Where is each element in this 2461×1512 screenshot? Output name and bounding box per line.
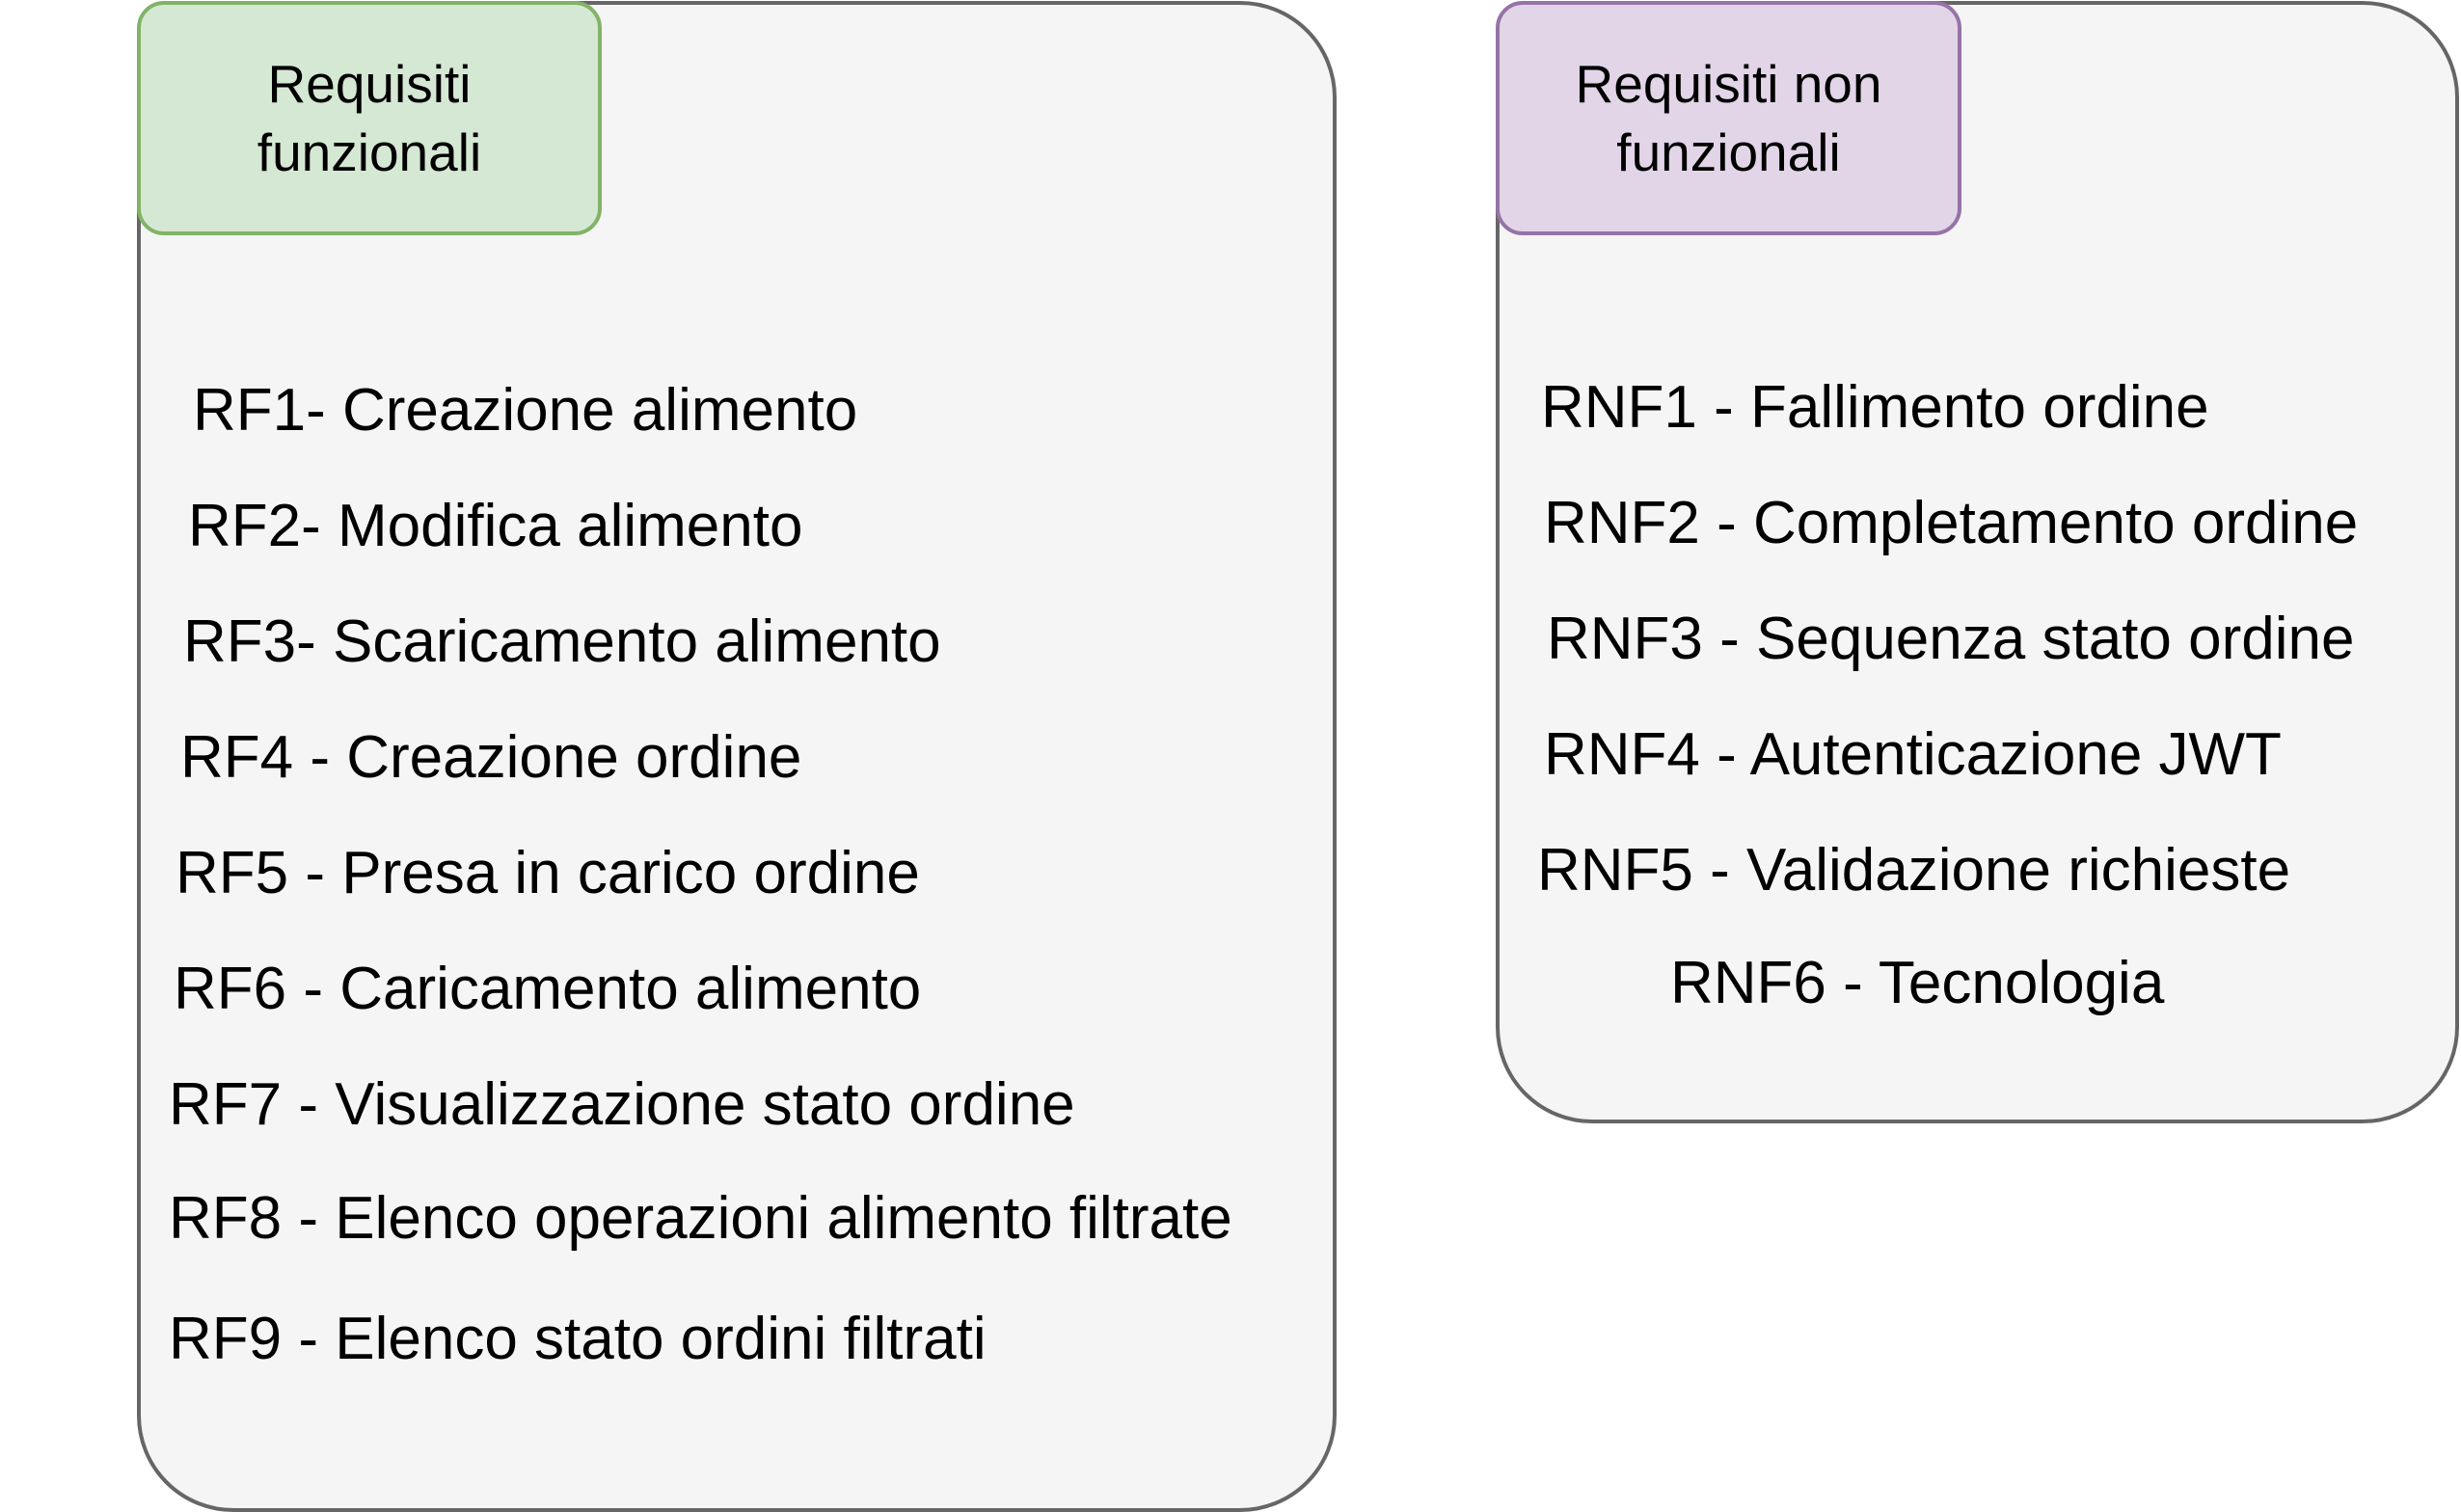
requirement-rnf4: RNF4 - Autenticazione JWT bbox=[1544, 721, 2282, 788]
functional-title-line1: Requisiti bbox=[267, 53, 472, 114]
non-functional-requirements-title: Requisiti non funzionali bbox=[1576, 50, 1882, 187]
functional-title-line2: funzionali bbox=[257, 122, 482, 182]
non-functional-title-line2: funzionali bbox=[1616, 122, 1841, 182]
requirement-rf4: RF4 - Creazione ordine bbox=[180, 724, 802, 791]
non-functional-requirements-header: Requisiti non funzionali bbox=[1496, 1, 1961, 235]
requirement-rf5: RF5 - Presa in carico ordine bbox=[176, 840, 920, 906]
requirement-rf1: RF1- Creazione alimento bbox=[193, 377, 858, 444]
requirement-rf8: RF8 - Elenco operazioni alimento filtrat… bbox=[169, 1185, 1232, 1252]
non-functional-title-line1: Requisiti non bbox=[1575, 53, 1882, 114]
requirement-rnf6: RNF6 - Tecnologia bbox=[1670, 950, 2165, 1016]
requirement-rf3: RF3- Scaricamento alimento bbox=[183, 608, 941, 675]
functional-requirements-panel bbox=[137, 1, 1337, 1512]
requirement-rnf2: RNF2 - Completamento ordine bbox=[1544, 490, 2359, 556]
functional-requirements-header: Requisiti funzionali bbox=[137, 1, 602, 235]
requirement-rnf5: RNF5 - Validazione richieste bbox=[1537, 837, 2291, 904]
requirement-rf9: RF9 - Elenco stato ordini filtrati bbox=[169, 1306, 987, 1372]
requirement-rf6: RF6 - Caricamento alimento bbox=[174, 956, 922, 1022]
requirement-rnf1: RNF1 - Fallimento ordine bbox=[1541, 374, 2209, 441]
functional-requirements-title: Requisiti funzionali bbox=[257, 50, 481, 187]
requirement-rf2: RF2- Modifica alimento bbox=[188, 493, 803, 559]
requirement-rf7: RF7 - Visualizzazione stato ordine bbox=[169, 1071, 1075, 1138]
requirement-rnf3: RNF3 - Sequenza stato ordine bbox=[1547, 606, 2355, 672]
